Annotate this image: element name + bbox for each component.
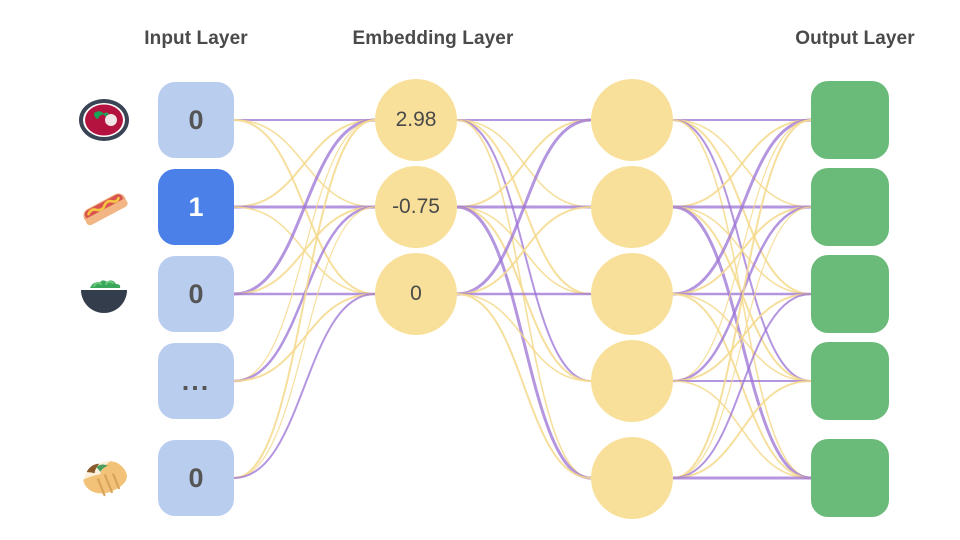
connection-edge [672,119,812,295]
hot-dog-icon [75,178,133,236]
connection-edge [233,119,376,208]
node-value: 0 [188,104,204,135]
connection-edge [233,293,376,479]
output-node-4[interactable] [811,342,889,420]
connection-edge [672,293,812,479]
connection-edge [672,206,812,479]
embedding-node-2[interactable]: -0.75 [375,166,457,248]
connection-edge [456,119,592,479]
node-value: 0 [188,278,204,309]
meat-bowl-icon [75,91,133,149]
hidden-node-4[interactable] [591,340,673,422]
node-value: 0 [188,462,204,493]
connection-edge [233,119,376,479]
connection-edge [672,118,812,296]
input-node-5[interactable]: 0 [158,440,234,516]
connection-edge [672,293,812,382]
node-value: -0.75 [392,195,440,218]
hidden-node-3[interactable] [591,253,673,335]
node-value: ... [181,365,211,396]
connection-edge [672,205,812,383]
connection-edge [672,119,812,382]
connection-edge [456,293,592,382]
output-node-2[interactable] [811,168,889,246]
connection-edge [456,206,592,295]
connection-edge [672,205,812,480]
connection-edge [672,380,812,479]
connection-edge [672,119,812,208]
connection-edge [672,119,812,479]
node-value: 0 [410,282,422,305]
salad-bowl-icon [75,265,133,323]
connection-edge [233,205,376,383]
hidden-node-2[interactable] [591,166,673,248]
connection-edge [456,205,592,480]
node-value: 1 [188,191,204,222]
connection-edge [672,206,812,295]
input-node-4[interactable]: ... [158,343,234,419]
output-node-3[interactable] [811,255,889,333]
connection-edge [672,293,812,382]
layer-title: Embedding Layer [352,28,514,49]
connection-edge [456,119,592,295]
connection-edge [672,119,812,208]
connection-edge [233,118,376,296]
connection-edge [672,293,812,479]
connection-edge [672,380,812,479]
connection-edge [672,119,812,479]
connection-edge [456,118,592,296]
input-node-2[interactable]: 1 [158,169,234,245]
embedding-node-3[interactable]: 0 [375,253,457,335]
connection-edge [456,119,592,382]
connection-edge [233,206,376,295]
node-value: 2.98 [395,108,437,131]
input-node-3[interactable]: 0 [158,256,234,332]
output-node-5[interactable] [811,439,889,517]
connection-edge [233,119,376,295]
connection-edge [233,206,376,295]
connection-edge [456,293,592,479]
connection-edge [672,206,812,295]
connection-edge [456,206,592,295]
hidden-node-1[interactable] [591,79,673,161]
connection-edge [233,293,376,382]
layer-title: Output Layer [795,28,915,49]
connection-edge [672,119,812,382]
embedding-node-1[interactable]: 2.98 [375,79,457,161]
connection-edge [456,206,592,382]
output-node-1[interactable] [811,81,889,159]
connection-edge [233,119,376,382]
hidden-node-5[interactable] [591,437,673,519]
connection-edge [456,119,592,208]
layer-title: Input Layer [144,28,248,49]
connection-edge [672,206,812,382]
input-node-1[interactable]: 0 [158,82,234,158]
connection-edge [233,119,376,208]
burrito-icon [75,449,133,507]
connection-edge [456,119,592,208]
connection-edge [233,206,376,479]
